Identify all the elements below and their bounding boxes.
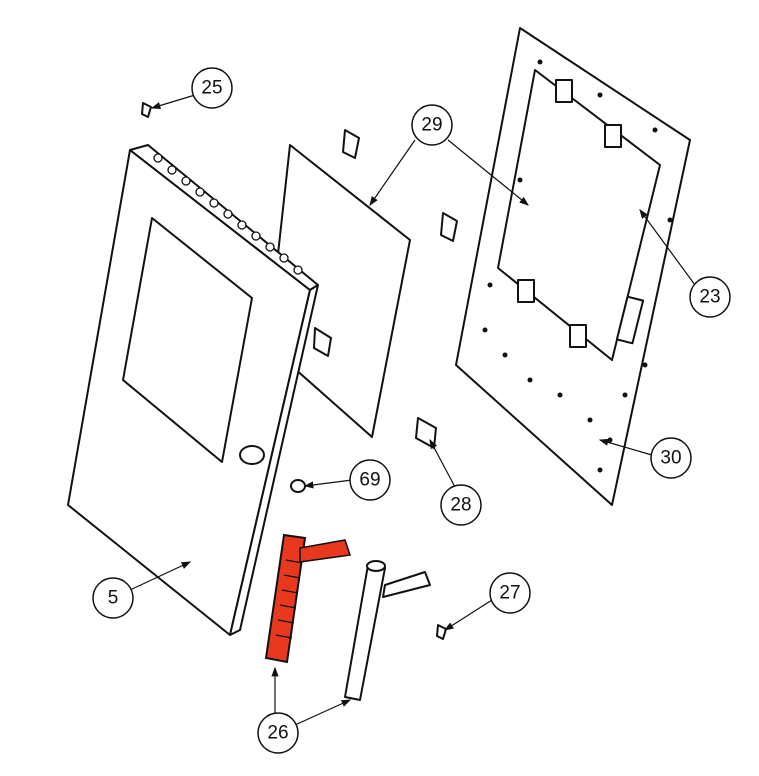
- washer: [290, 479, 306, 493]
- callout-29: 29: [411, 104, 453, 146]
- callout-25: 25: [191, 67, 233, 109]
- callout-26: 26: [257, 712, 299, 754]
- callout-label: 69: [359, 470, 380, 491]
- callout-label: 26: [267, 723, 288, 744]
- handle: [264, 533, 351, 664]
- glass-panel: [267, 129, 458, 438]
- callout-label: 25: [201, 78, 222, 99]
- callout-label: 27: [499, 583, 520, 604]
- callout-label: 5: [108, 588, 119, 609]
- clip: [415, 417, 437, 449]
- screw-top: [141, 102, 152, 118]
- screw-bottom: [436, 624, 447, 640]
- callout-label: 30: [660, 448, 681, 469]
- back-panel: [455, 27, 691, 506]
- callout-label: 23: [699, 287, 720, 308]
- leader-lines: [129, 94, 696, 726]
- door: [67, 144, 319, 636]
- frame-clips: [517, 79, 622, 348]
- callout-23: 23: [689, 276, 731, 318]
- callout-label: 29: [421, 115, 442, 136]
- hinge-rod: [344, 560, 431, 701]
- callout-5: 5: [92, 577, 134, 619]
- callout-label: 28: [450, 495, 471, 516]
- door-knob: [239, 445, 265, 465]
- callout-28: 28: [440, 484, 482, 526]
- callout-69: 69: [349, 459, 391, 501]
- callout-30: 30: [650, 437, 692, 479]
- callout-27: 27: [489, 572, 531, 614]
